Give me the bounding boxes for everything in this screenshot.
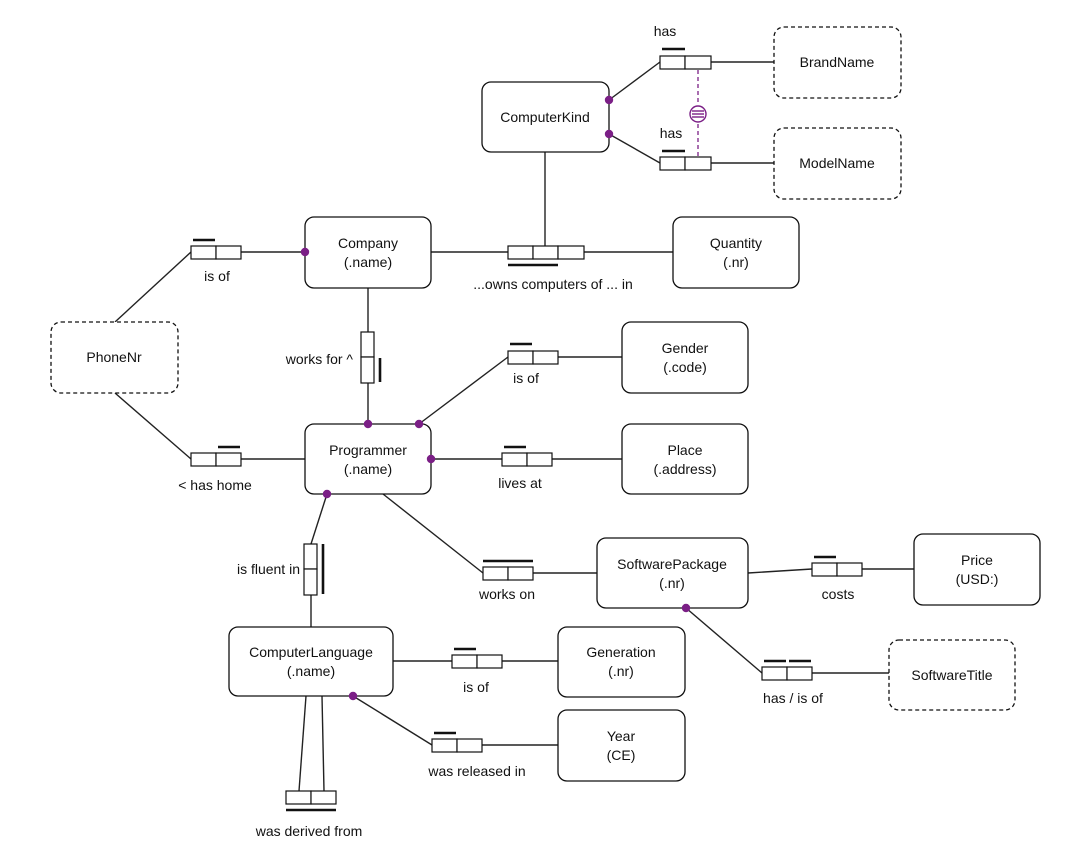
connectors [114, 61, 914, 792]
reading-generation: is of [463, 679, 489, 695]
fact-costs [811, 555, 863, 577]
reading-brand-has: has [654, 23, 677, 39]
reading-model-has: has [660, 125, 683, 141]
value-phone-nr-label: PhoneNr [86, 349, 142, 365]
reading-company-phone: is of [204, 268, 230, 284]
entity-place: Place (.address) [621, 423, 749, 495]
reading-lives-at: lives at [498, 475, 542, 491]
fact-works-on [482, 559, 534, 581]
reading-works-on: works on [478, 586, 535, 602]
value-software-title: SoftwareTitle [888, 639, 1016, 711]
fact-brand-has [659, 47, 712, 70]
fact-generation [451, 647, 503, 669]
entity-quantity: Quantity (.nr) [672, 216, 800, 289]
entity-gender-ref: (.code) [663, 359, 707, 375]
entity-generation-ref: (.nr) [608, 663, 634, 679]
entity-programmer-name: Programmer [329, 442, 407, 458]
equality-constraint [689, 70, 707, 157]
readings: has has is of ...owns computers of ... i… [178, 23, 854, 839]
entity-price-name: Price [961, 552, 993, 568]
fact-owns-computers [507, 245, 585, 267]
entity-generation-name: Generation [586, 644, 655, 660]
value-phone-nr: PhoneNr [50, 321, 179, 394]
entity-place-ref: (.address) [653, 461, 716, 477]
entity-company: Company (.name) [304, 216, 432, 289]
entity-quantity-ref: (.nr) [723, 254, 749, 270]
entity-gender: Gender (.code) [621, 321, 749, 394]
reading-title: has / is of [763, 690, 823, 706]
entity-year-name: Year [607, 728, 636, 744]
reading-works-for: works for ^ [285, 351, 354, 367]
entity-software-package: SoftwarePackage (.nr) [596, 537, 749, 609]
reading-has-home: < has home [178, 477, 252, 493]
entity-price: Price (USD:) [913, 533, 1041, 606]
reading-gender: is of [513, 370, 539, 386]
entity-programmer: Programmer (.name) [304, 423, 432, 495]
entity-company-name: Company [338, 235, 398, 251]
fact-gender [507, 342, 559, 365]
entity-computer-language-name: ComputerLanguage [249, 644, 373, 660]
entity-computer-kind: ComputerKind [481, 81, 610, 153]
entity-place-name: Place [667, 442, 702, 458]
reading-released: was released in [427, 763, 525, 779]
fact-company-phone [190, 238, 242, 260]
entity-computer-language-ref: (.name) [287, 663, 335, 679]
entity-programmer-ref: (.name) [344, 461, 392, 477]
fact-derived [285, 790, 337, 812]
entity-year: Year (CE) [557, 709, 686, 782]
entity-company-ref: (.name) [344, 254, 392, 270]
reading-derived: was derived from [255, 823, 363, 839]
reading-costs: costs [822, 586, 855, 602]
entity-computer-language: ComputerLanguage (.name) [228, 626, 394, 697]
entity-year-ref: (CE) [607, 747, 636, 763]
value-model-name-label: ModelName [799, 155, 875, 171]
entity-software-package-name: SoftwarePackage [617, 556, 727, 572]
entity-generation: Generation (.nr) [557, 626, 686, 698]
entity-quantity-name: Quantity [710, 235, 762, 251]
reading-owns: ...owns computers of ... in [473, 276, 633, 292]
mandatory-dots [300, 95, 691, 701]
fact-model-has [659, 149, 712, 171]
value-brand-name: BrandName [773, 26, 902, 99]
entity-computer-kind-name: ComputerKind [500, 109, 590, 125]
fact-works-for [360, 331, 382, 384]
entity-price-ref: (USD:) [956, 571, 999, 587]
reading-fluent: is fluent in [237, 561, 300, 577]
fact-released [431, 731, 483, 753]
fact-fluent [303, 543, 325, 596]
entity-gender-name: Gender [662, 340, 709, 356]
value-software-title-label: SoftwareTitle [911, 667, 992, 683]
value-brand-name-label: BrandName [800, 54, 875, 70]
fact-lives-at [501, 445, 553, 467]
fact-title [761, 659, 813, 681]
fact-has-home [190, 445, 242, 467]
value-model-name: ModelName [773, 127, 902, 200]
entity-software-package-ref: (.nr) [659, 575, 685, 591]
